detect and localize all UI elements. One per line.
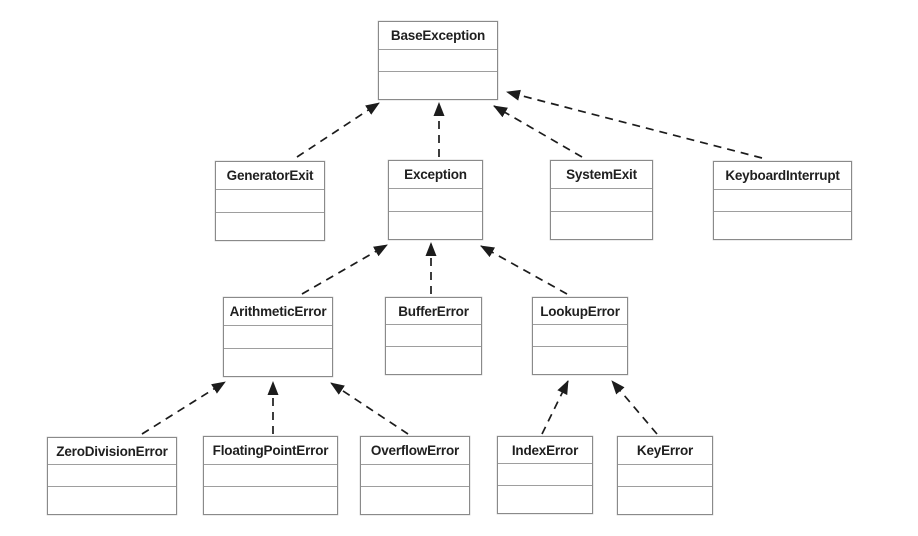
attributes-compartment-empty <box>533 325 627 348</box>
inheritance-arrow-KeyError-to-LookupError <box>611 380 658 435</box>
inheritance-arrow-ZeroDivisionError-to-ArithmeticError <box>141 381 226 435</box>
inheritance-arrow-OverflowError-to-ArithmeticError <box>330 382 409 435</box>
class-name-label: KeyboardInterrupt <box>725 167 840 183</box>
attributes-compartment-empty <box>224 326 332 349</box>
class-box-BaseException: BaseException <box>378 21 498 100</box>
inheritance-arrow-GeneratorExit-to-BaseException <box>296 102 380 158</box>
class-box-LookupError: LookupError <box>532 297 628 375</box>
class-name-label: FloatingPointError <box>212 442 329 458</box>
class-name-label: BufferError <box>398 303 469 319</box>
methods-compartment-empty <box>379 72 497 99</box>
class-name-label: BaseException <box>390 27 486 43</box>
class-name-label: GeneratorExit <box>226 168 314 184</box>
attributes-compartment-empty <box>714 190 851 213</box>
class-name-compartment: BufferError <box>386 298 481 326</box>
class-name-label: OverflowError <box>370 442 460 458</box>
class-name-label: Exception <box>404 167 467 183</box>
class-name-compartment: LookupError <box>533 298 627 326</box>
attributes-compartment-empty <box>618 465 712 488</box>
class-name-label: KeyError <box>636 442 694 458</box>
methods-compartment-empty <box>361 487 469 514</box>
class-name-label: SystemExit <box>566 167 637 183</box>
inheritance-arrow-SystemExit-to-BaseException <box>493 105 583 158</box>
class-box-IndexError: IndexError <box>497 436 593 514</box>
class-name-compartment: IndexError <box>498 437 592 465</box>
attributes-compartment-empty <box>386 325 481 348</box>
class-box-FloatingPointError: FloatingPointError <box>203 436 338 515</box>
methods-compartment-empty <box>386 347 481 374</box>
class-name-label: IndexError <box>511 442 579 458</box>
inheritance-arrow-LookupError-to-Exception <box>480 245 568 295</box>
class-box-OverflowError: OverflowError <box>360 436 470 515</box>
attributes-compartment-empty <box>361 465 469 488</box>
class-name-compartment: KeyboardInterrupt <box>714 162 851 190</box>
class-name-compartment: ZeroDivisionError <box>48 438 176 466</box>
methods-compartment-empty <box>714 212 851 239</box>
methods-compartment-empty <box>48 487 176 514</box>
class-name-label: LookupError <box>540 303 620 319</box>
methods-compartment-empty <box>204 487 337 514</box>
class-box-ZeroDivisionError: ZeroDivisionError <box>47 437 177 515</box>
methods-compartment-empty <box>533 347 627 374</box>
class-box-Exception: Exception <box>388 160 483 240</box>
attributes-compartment-empty <box>216 190 324 213</box>
inheritance-arrow-IndexError-to-LookupError <box>541 380 569 435</box>
attributes-compartment-empty <box>379 50 497 73</box>
attributes-compartment-empty <box>389 189 482 212</box>
class-name-compartment: ArithmeticError <box>224 298 332 327</box>
methods-compartment-empty <box>551 212 652 239</box>
class-box-BufferError: BufferError <box>385 297 482 375</box>
class-box-GeneratorExit: GeneratorExit <box>215 161 325 241</box>
class-box-SystemExit: SystemExit <box>550 160 653 240</box>
class-name-compartment: OverflowError <box>361 437 469 465</box>
class-box-ArithmeticError: ArithmeticError <box>223 297 333 377</box>
attributes-compartment-empty <box>551 189 652 212</box>
class-name-label: ZeroDivisionError <box>56 443 168 459</box>
inheritance-arrow-ArithmeticError-to-Exception <box>301 244 388 295</box>
class-name-compartment: GeneratorExit <box>216 162 324 191</box>
attributes-compartment-empty <box>498 464 592 487</box>
methods-compartment-empty <box>224 349 332 376</box>
methods-compartment-empty <box>498 486 592 513</box>
class-name-compartment: FloatingPointError <box>204 437 337 465</box>
inheritance-arrow-KeyboardInterrupt-to-BaseException <box>506 89 763 159</box>
class-box-KeyboardInterrupt: KeyboardInterrupt <box>713 161 852 240</box>
attributes-compartment-empty <box>48 465 176 488</box>
class-name-label: ArithmeticError <box>229 304 327 320</box>
class-name-compartment: Exception <box>389 161 482 190</box>
methods-compartment-empty <box>389 212 482 239</box>
class-name-compartment: SystemExit <box>551 161 652 190</box>
class-name-compartment: BaseException <box>379 22 497 50</box>
attributes-compartment-empty <box>204 465 337 488</box>
methods-compartment-empty <box>216 213 324 240</box>
class-box-KeyError: KeyError <box>617 436 713 515</box>
methods-compartment-empty <box>618 487 712 514</box>
class-name-compartment: KeyError <box>618 437 712 465</box>
